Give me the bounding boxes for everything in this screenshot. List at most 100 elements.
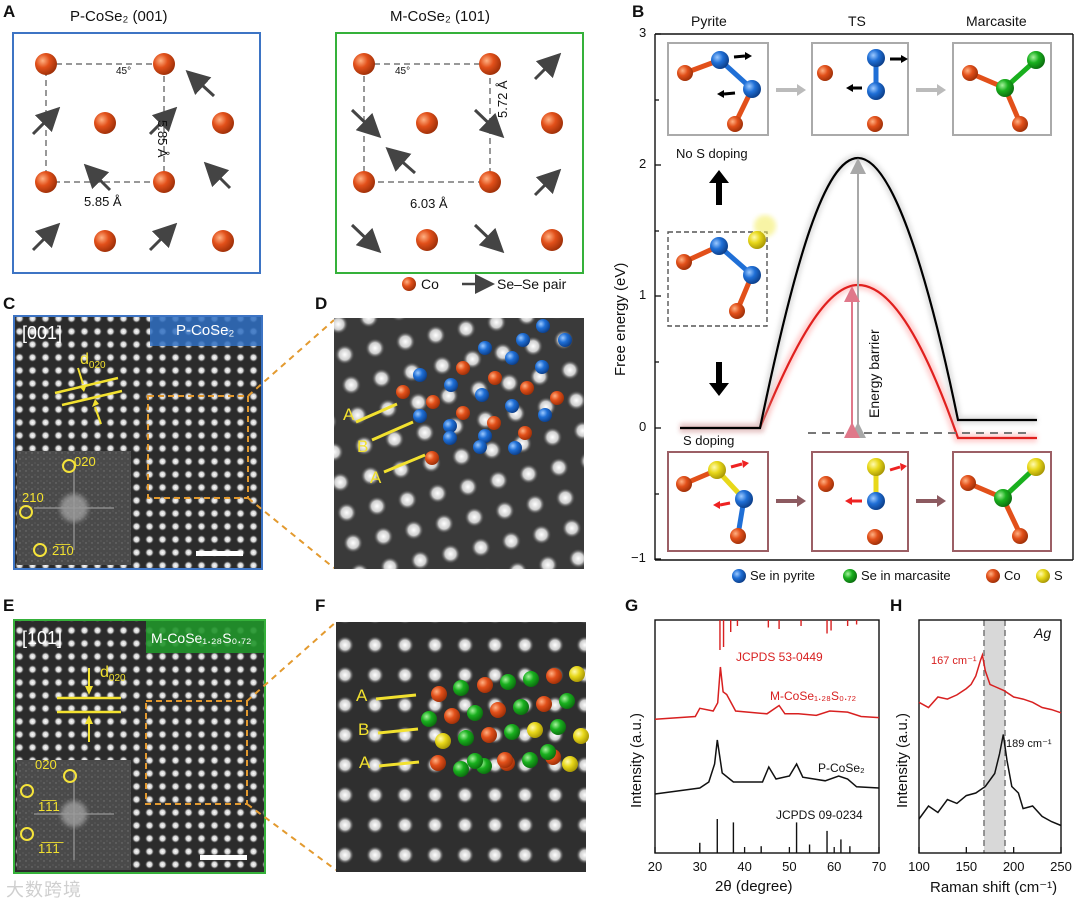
co-atom [541, 112, 563, 134]
overlay-atom [490, 702, 506, 718]
panel-f-stem-zoom [336, 622, 589, 872]
overlay-se-atom [473, 440, 487, 454]
co-atom [35, 53, 57, 75]
co-atom [479, 171, 501, 193]
overlay-atom [500, 674, 516, 690]
co-atom [94, 112, 116, 134]
h-ylabel: Intensity (a.u.) [894, 712, 911, 808]
g-annotation-2: M-CoSe₁.₂₈S₀.₇₂ [770, 689, 857, 703]
h-xlabel: Raman shift (cm⁻¹) [930, 879, 1058, 896]
se-se-pair-arrow [148, 106, 178, 136]
c-d-letter: d [80, 351, 89, 368]
overlay-atom [546, 668, 562, 684]
overlay-se-atom [443, 419, 457, 433]
e-fft-spot-2: 1̅1̅1 [38, 799, 60, 814]
overlay-se-atom [558, 333, 572, 347]
co-atom [153, 171, 175, 193]
e-fft-spot-3: 1̅1̅1̅ [38, 841, 60, 856]
overlay-co-atom [488, 371, 502, 385]
overlay-se-atom [478, 429, 492, 443]
overlay-atom [522, 752, 538, 768]
h-xtick-label: 150 [955, 859, 977, 874]
g-xtick-label: 60 [827, 859, 841, 874]
f-row-label-1: A [356, 686, 368, 705]
panel-label-a: A [3, 2, 16, 21]
co-atom [353, 53, 375, 75]
b-label-pyrite: Pyrite [691, 13, 727, 29]
co-atom [212, 230, 234, 252]
se-se-pair-arrow [385, 147, 416, 175]
c-fft-spot-2: 210 [22, 490, 44, 505]
overlay-atom [481, 727, 497, 743]
b-no-doping: No S doping [676, 146, 748, 161]
b-legend-co: Co [1004, 568, 1021, 583]
overlay-atom [421, 711, 437, 727]
overlay-atom [527, 722, 543, 738]
a-right-angle: 45° [395, 66, 411, 77]
b-top-ts-box [811, 42, 909, 136]
overlay-atom [453, 761, 469, 777]
overlay-atom [513, 699, 529, 715]
se-se-pair-arrow [31, 222, 61, 252]
se-se-pair-arrow [350, 108, 382, 139]
se-se-pair-arrow [533, 168, 562, 197]
h-annotation-2: 189 cm⁻¹ [1006, 738, 1052, 750]
overlay-co-atom [396, 385, 410, 399]
se-se-pair-arrow [203, 161, 232, 190]
overlay-atom [550, 719, 566, 735]
overlay-atom [540, 744, 556, 760]
b-label-marcasite: Marcasite [966, 13, 1027, 29]
f-row-label-3: A [359, 753, 371, 772]
co-atom [35, 171, 57, 193]
b-ytick-0: 0 [639, 419, 647, 434]
overlay-co-atom [456, 406, 470, 420]
e-d-letter: d [100, 664, 109, 681]
overlay-atom [536, 696, 552, 712]
d-row-label-1: A [343, 405, 355, 424]
overlay-atom [444, 708, 460, 724]
g-xlabel: 2θ (degree) [715, 878, 793, 895]
co-atom [212, 112, 234, 134]
h-series-m [918, 652, 1062, 714]
g-xtick-label: 30 [693, 859, 707, 874]
overlay-atom [467, 753, 483, 769]
legend-s-dot [1036, 569, 1050, 583]
b-legend-s: S [1054, 568, 1063, 583]
a-left-title: P-CoSe₂ (001) [70, 8, 168, 25]
overlay-co-atom [456, 361, 470, 375]
se-se-pair-arrow [185, 69, 216, 98]
overlay-se-atom [444, 378, 458, 392]
overlay-atom [431, 686, 447, 702]
c-d-spacing: d020 [80, 351, 106, 371]
g-annotation-1: JCPDS 53-0449 [736, 650, 823, 664]
g-annotation-4: JCPDS 09-0234 [776, 808, 863, 822]
overlay-se-atom [538, 408, 552, 422]
overlay-se-atom [516, 333, 530, 347]
panel-e-stem-image [13, 619, 266, 874]
se-se-pair-arrow [473, 223, 505, 254]
a-right-dim-horizontal: 6.03 Å [410, 196, 448, 211]
panel-label-d: D [315, 294, 328, 313]
panel-d-stem-zoom [334, 318, 584, 569]
b-ytick-2: 2 [639, 156, 647, 171]
co-atom [416, 229, 438, 251]
a-legend-pair: Se–Se pair [497, 276, 567, 292]
c-d-sub: 020 [88, 360, 106, 372]
a-left-dim-horizontal: 5.85 Å [84, 194, 122, 209]
panel-c-stem-image [13, 315, 263, 570]
panel-label-h: H [890, 596, 903, 615]
overlay-co-atom [520, 381, 534, 395]
b-legend-se-pyrite: Se in pyrite [750, 568, 816, 583]
a-right-title: M-CoSe₂ (101) [390, 8, 491, 25]
legend-co-dot [986, 569, 1000, 583]
e-d-spacing: d020 [100, 664, 126, 684]
a-legend-co: Co [421, 276, 439, 292]
overlay-atom [477, 677, 493, 693]
overlay-se-atom [413, 409, 427, 423]
co-atom [153, 53, 175, 75]
overlay-co-atom [426, 395, 440, 409]
